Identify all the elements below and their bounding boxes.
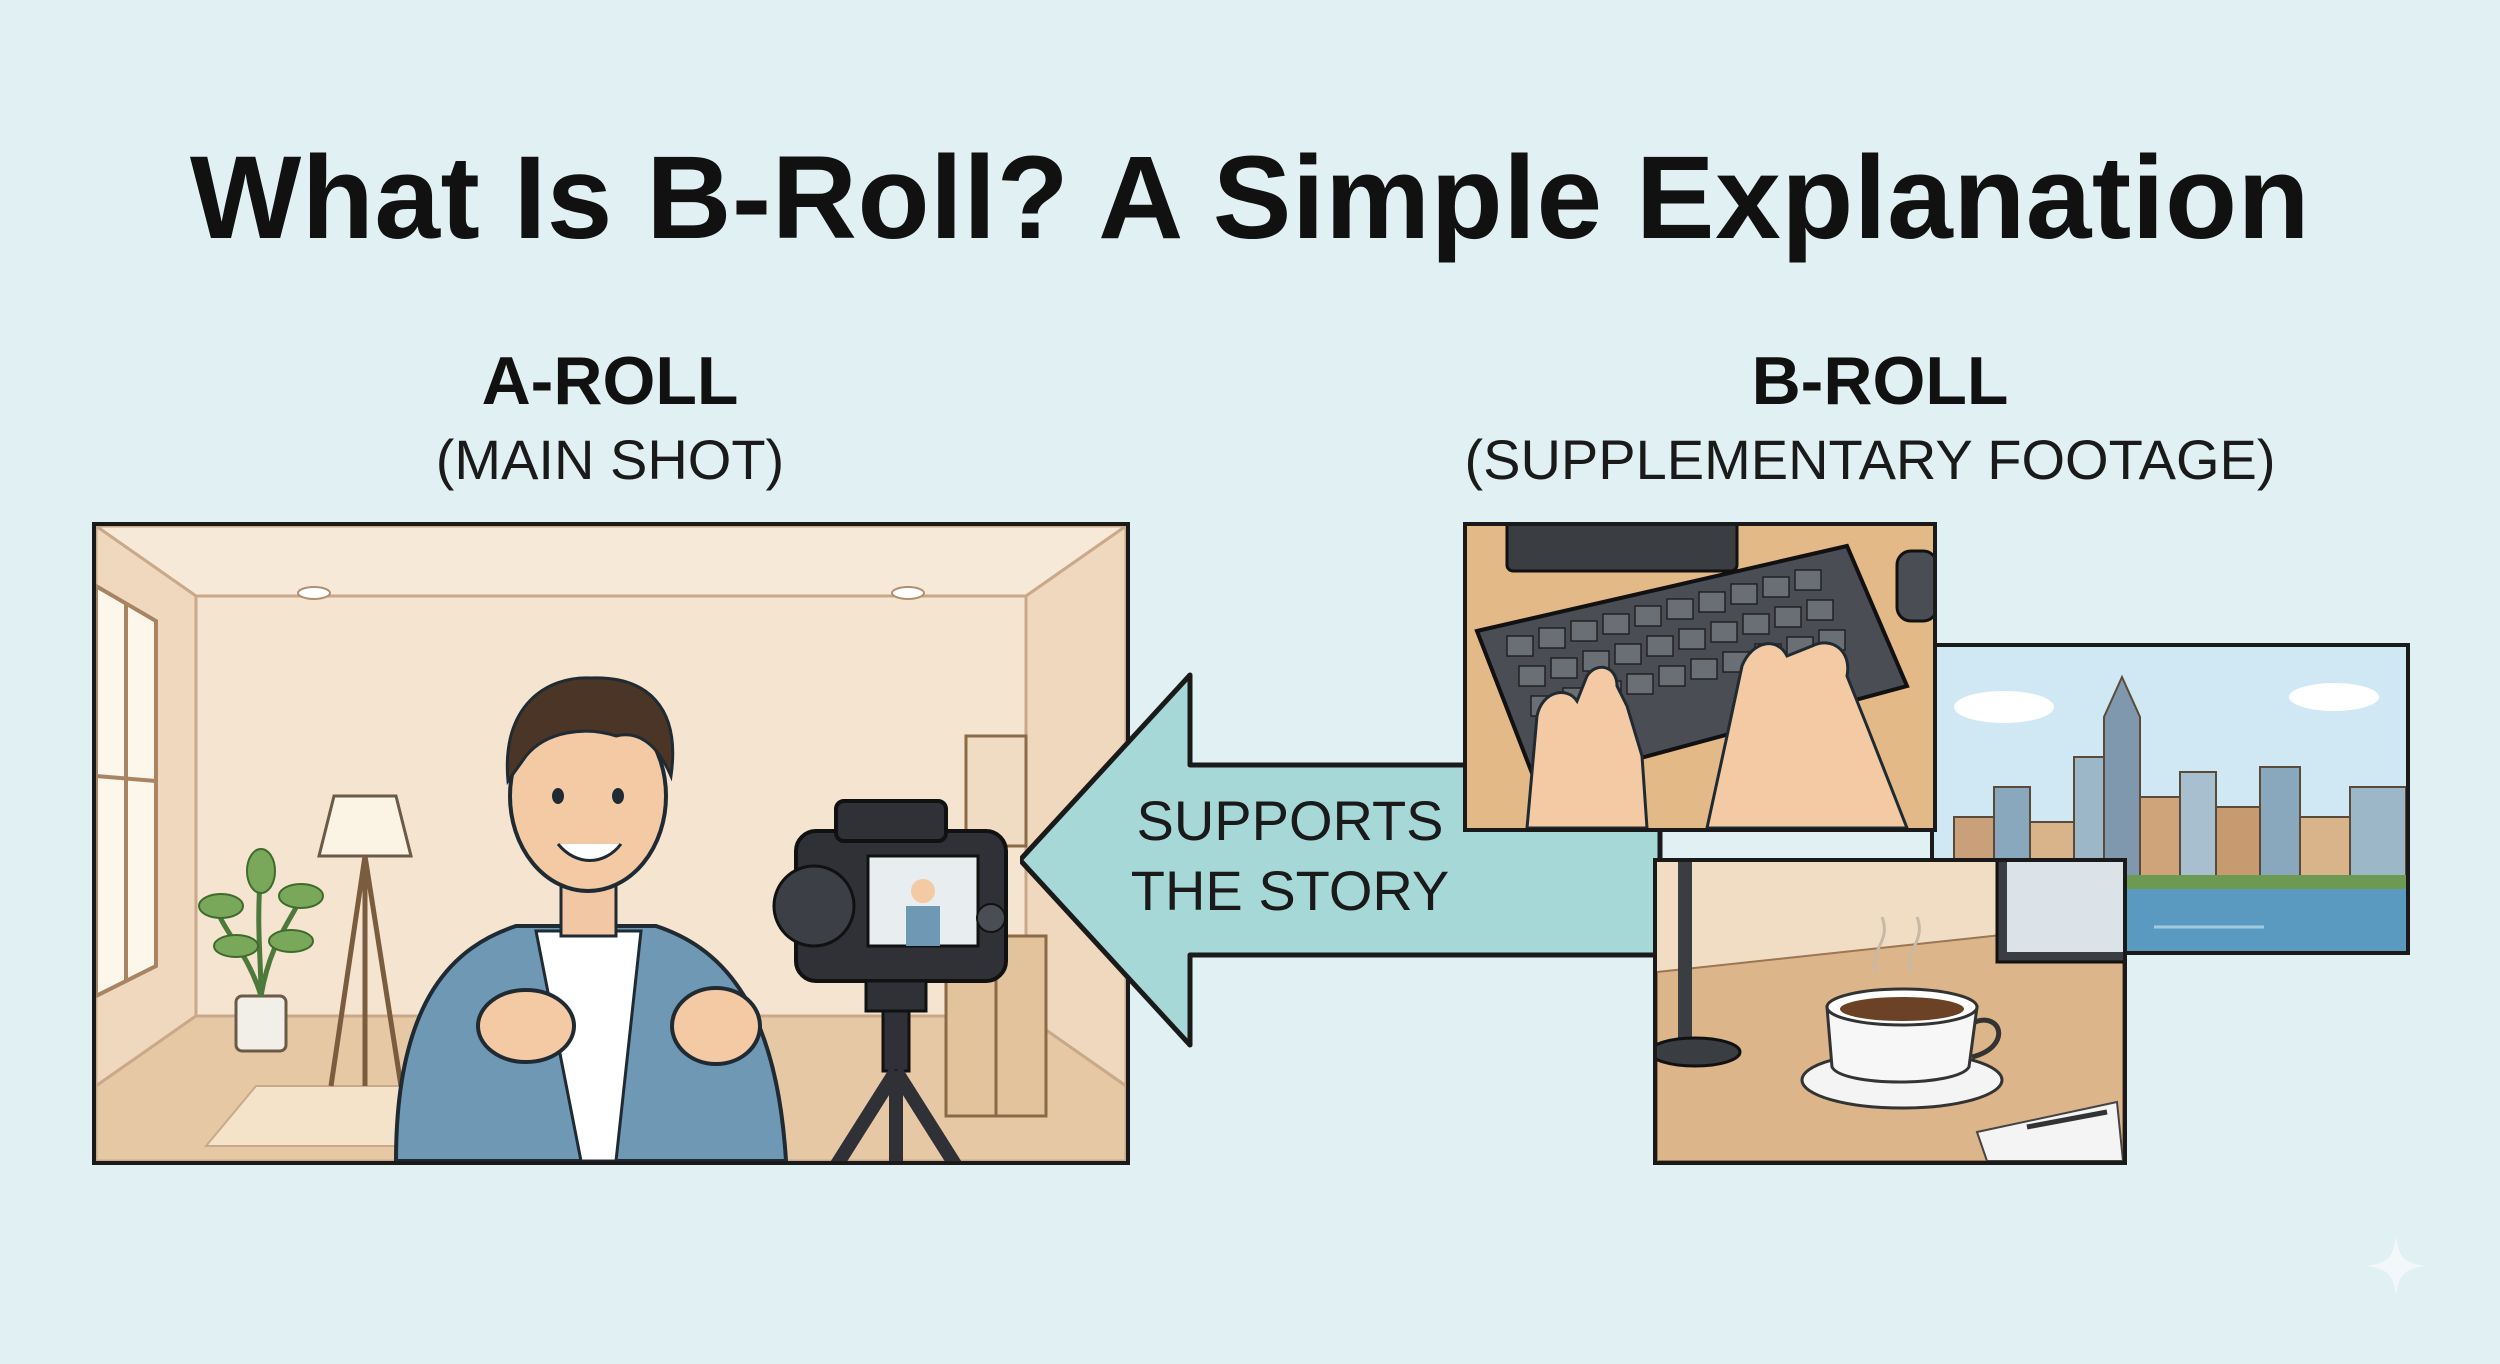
a-roll-illustration: [92, 522, 1130, 1165]
b-roll-heading: B-ROLL: [1751, 343, 2009, 419]
arrow-label-line2: THE STORY: [1130, 859, 1450, 922]
tripod-icon: [830, 979, 962, 1161]
sparkle-icon: [2366, 1236, 2426, 1296]
b-roll-coffee-cup: [1653, 858, 2127, 1165]
b-roll-subheading: (SUPPLEMENTARY FOOTAGE): [1464, 428, 2276, 491]
page-title: What Is B-Roll? A Simple Explanation: [189, 132, 2311, 264]
a-roll-subheading: (MAIN SHOT): [435, 428, 785, 491]
arrow-label-line1: SUPPORTS: [1136, 789, 1444, 852]
camera-icon: [772, 799, 1008, 983]
b-roll-keyboard-typing: [1463, 522, 1937, 832]
a-roll-heading: A-ROLL: [481, 343, 739, 419]
